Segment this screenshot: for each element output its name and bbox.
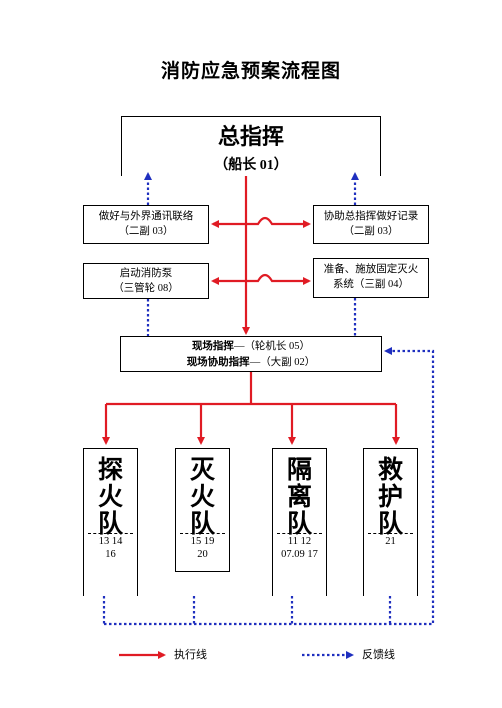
commander-role: （船长 01） xyxy=(214,158,288,173)
fire-pump-task: 启动消防泵 xyxy=(119,268,173,279)
legend-exec-label: 执行线 xyxy=(174,648,207,661)
legend-feedback-label: 反馈线 xyxy=(362,648,395,661)
site-assistant: 现场协助指挥—（大副 02） xyxy=(186,357,316,368)
site-command-box: 现场指挥—（轮机长 05） 现场协助指挥—（大副 02） xyxy=(120,336,382,372)
team-box-rescue: 救 护 队 21 xyxy=(363,448,418,596)
commander-box: 总指挥 （船长 01） xyxy=(121,116,381,176)
record-assist-role: （二副 03） xyxy=(343,226,399,237)
site-commander: 现场指挥—（轮机长 05） xyxy=(191,341,311,352)
team-members: 11 12 07.09 17 xyxy=(281,536,318,560)
team-separator xyxy=(277,533,322,534)
team-box-detect: 探 火 队 13 14 16 xyxy=(83,448,138,596)
feedback-return-loop xyxy=(104,347,435,626)
team-separator xyxy=(368,533,413,534)
team-members: 13 14 16 xyxy=(98,536,123,560)
team-box-isolate: 隔 离 队 11 12 07.09 17 xyxy=(272,448,327,596)
fixed-system-task: 准备、施放固定灭火 xyxy=(323,264,419,275)
fire-pump-box: 启动消防泵 （三管轮 08） xyxy=(83,263,209,299)
comm-liaison-box: 做好与外界通讯联络 （二副 03） xyxy=(83,205,209,244)
record-assist-task: 协助总指挥做好记录 xyxy=(323,211,419,222)
page-title: 消防应急预案流程图 xyxy=(160,60,341,82)
fixed-system-role: 系统（三副 04） xyxy=(332,279,410,290)
fixed-system-box: 准备、施放固定灭火 系统（三副 04） xyxy=(313,258,429,298)
comm-liaison-task: 做好与外界通讯联络 xyxy=(98,211,194,222)
record-assist-box: 协助总指挥做好记录 （二副 03） xyxy=(313,205,429,244)
exec-line-right-1 xyxy=(246,216,311,228)
team-box-extinguish: 灭 火 队 15 19 20 xyxy=(175,448,230,572)
comm-liaison-role: （二副 03） xyxy=(118,226,174,237)
team-members: 15 19 20 xyxy=(190,536,215,560)
exec-line-right-2 xyxy=(246,273,311,285)
commander-name: 总指挥 xyxy=(217,125,284,150)
team-separator xyxy=(88,533,133,534)
team-separator xyxy=(180,533,225,534)
fire-pump-role: （三管轮 08） xyxy=(113,283,179,294)
team-members: 21 xyxy=(385,536,396,547)
